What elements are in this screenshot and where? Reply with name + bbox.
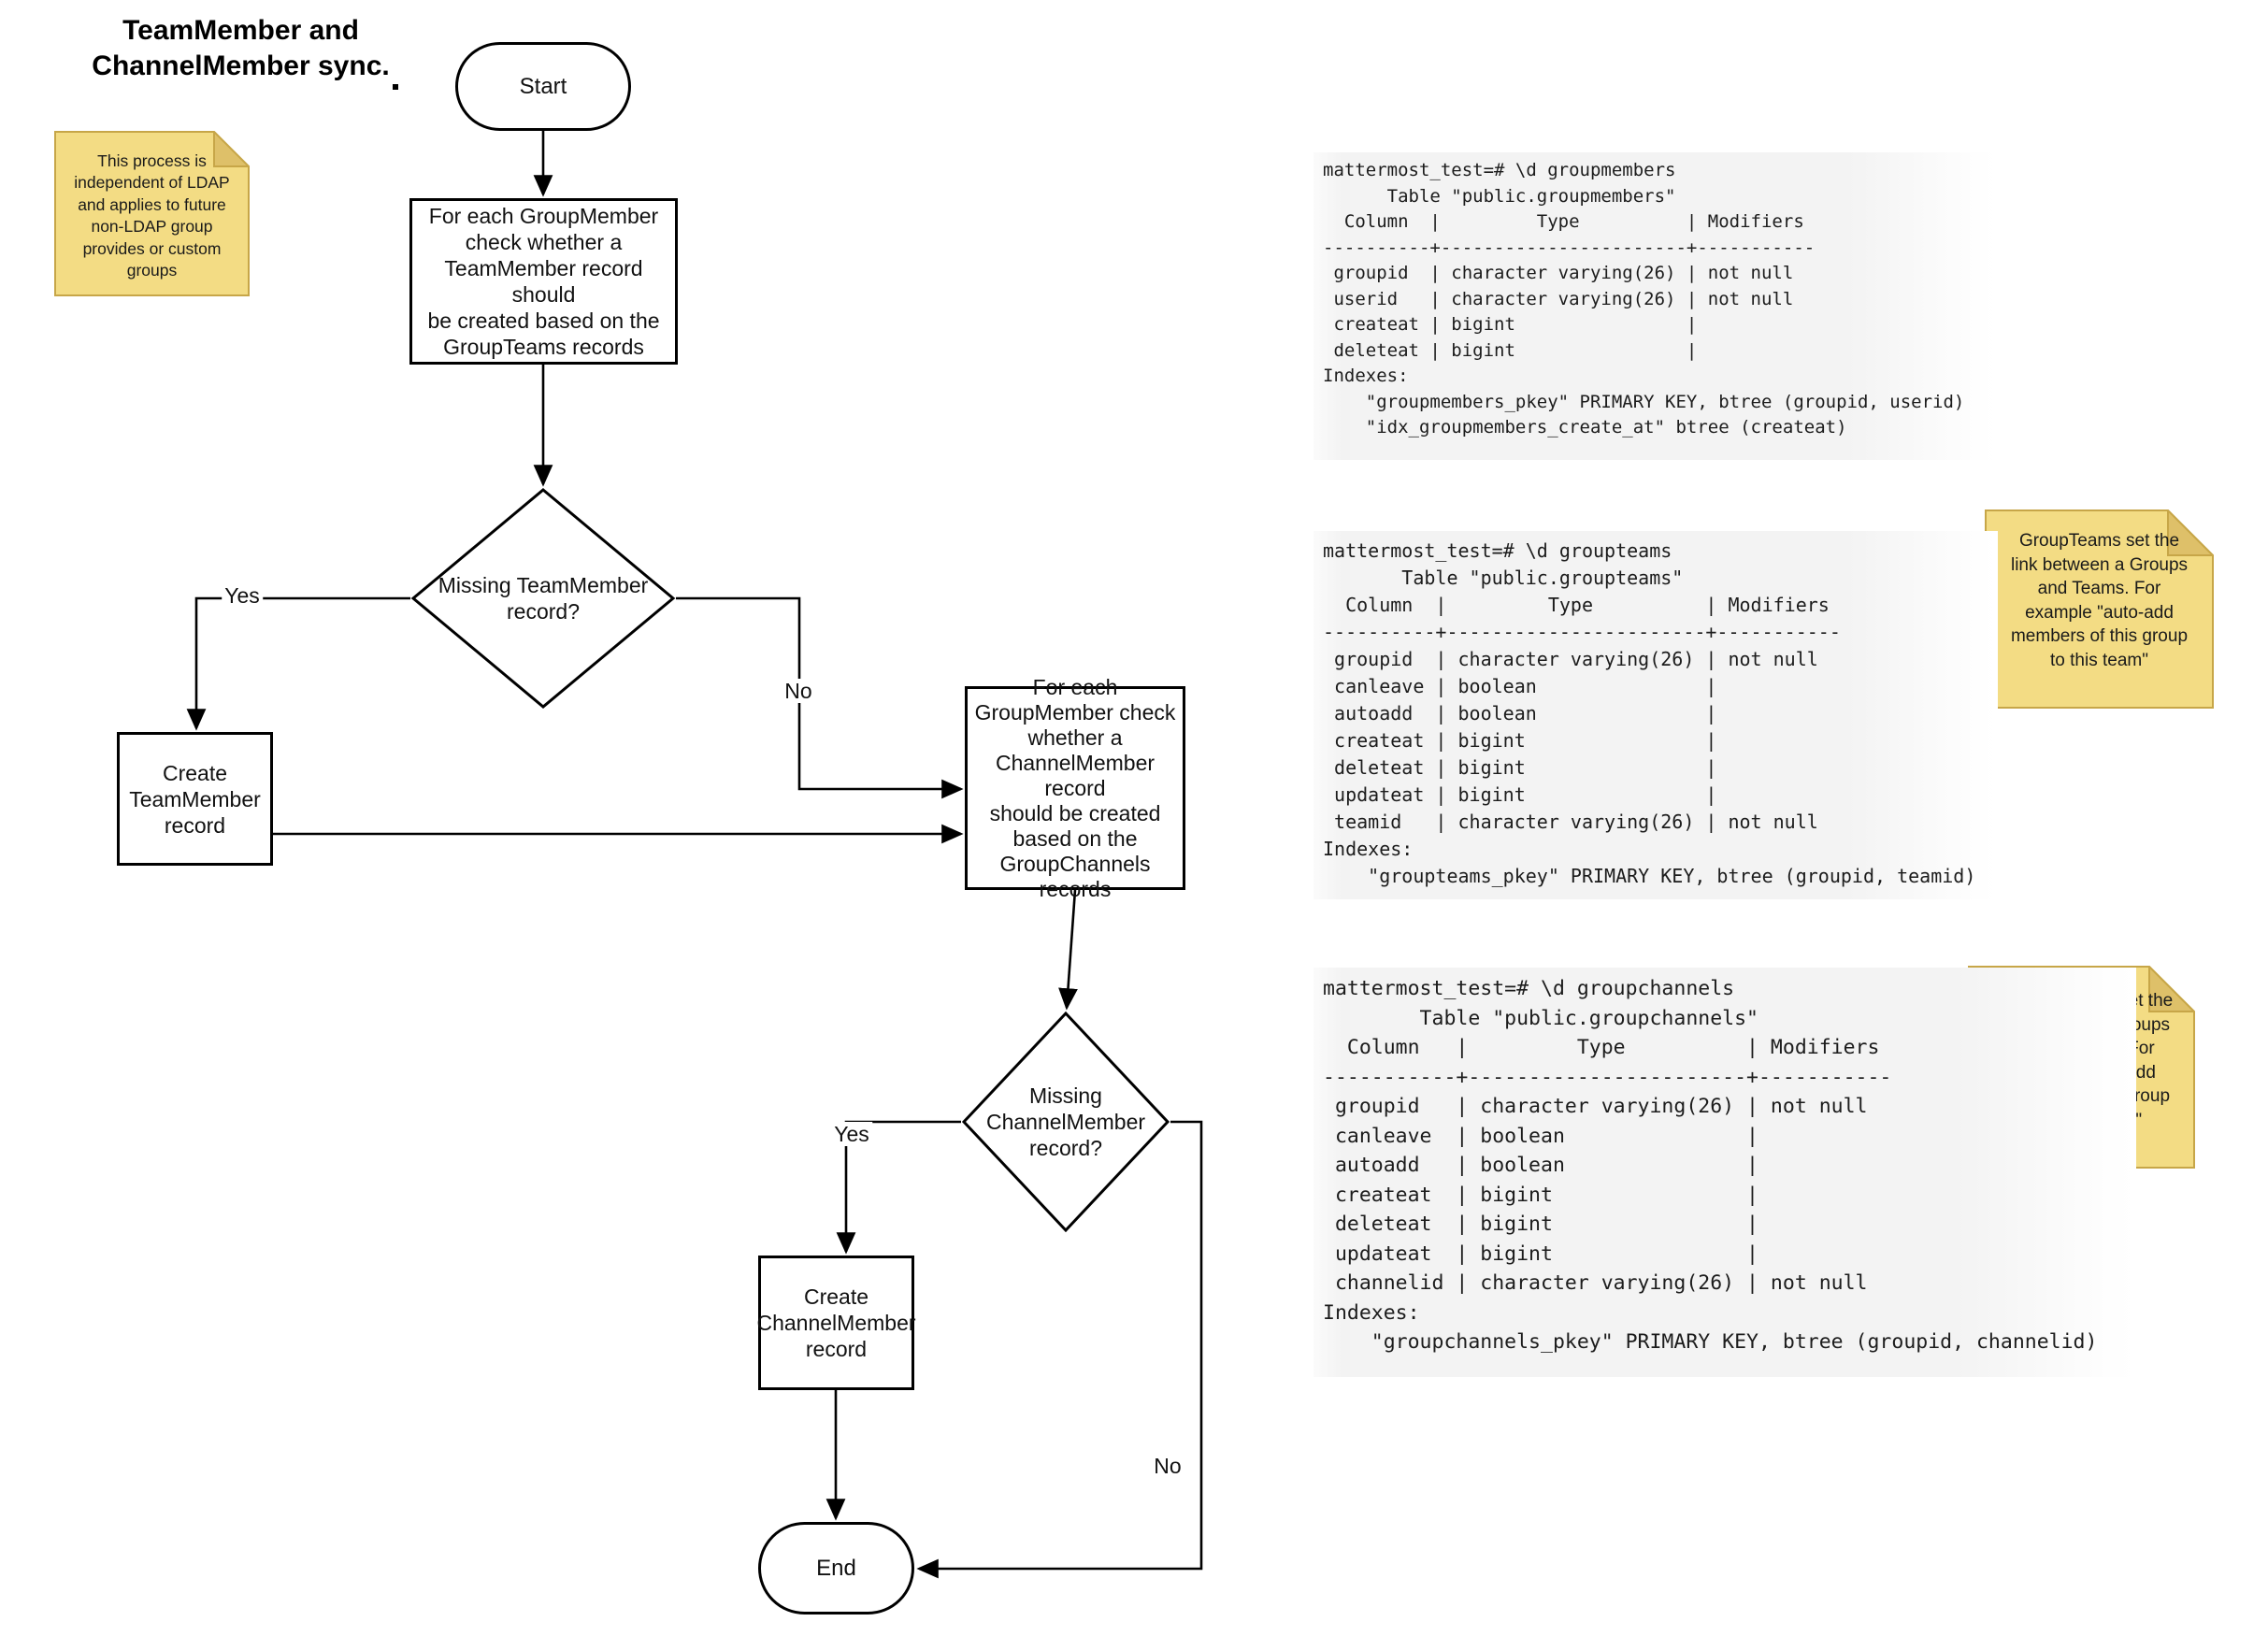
process-create-channelmember-label: Create ChannelMember record xyxy=(756,1284,916,1361)
start-node-label: Start xyxy=(519,73,567,99)
edge-step-channel-to-decision-channel xyxy=(1058,889,1078,1011)
terminal-groupmembers: mattermost_test=# \d groupmembers Table … xyxy=(1313,152,1998,460)
decision-missing-channelmember: Missing ChannelMember record? xyxy=(961,1012,1170,1232)
process-create-teammember: Create TeamMember record xyxy=(117,732,273,866)
end-node: End xyxy=(758,1522,914,1614)
edge-decision-team-no-to-step-channel xyxy=(676,596,964,799)
process-create-channelmember: Create ChannelMember record xyxy=(756,1256,916,1390)
decision-missing-teammember: Missing TeamMember record? xyxy=(410,488,676,709)
diamond-shape xyxy=(961,1012,1170,1232)
edge-decision-team-yes-to-create-team xyxy=(186,596,410,731)
stray-dot xyxy=(393,84,398,90)
sticky-note-shape xyxy=(54,131,250,296)
process-check-channelmember: For each GroupMember check whether a Cha… xyxy=(965,675,1185,901)
edge-label-team-yes: Yes xyxy=(222,583,263,608)
process-check-teammember-label: For each GroupMember check whether a Tea… xyxy=(427,204,660,359)
edge-label-channel-no: No xyxy=(1151,1454,1184,1478)
sticky-note-groupteams: GroupTeams set the link between a Groups… xyxy=(1985,509,2214,709)
sticky-note-groupteams-text: GroupTeams set the link between a Groups… xyxy=(2010,531,2189,670)
edge-label-channel-yes: Yes xyxy=(831,1122,872,1146)
sticky-note-ldap-text: This process is independent of LDAP and … xyxy=(74,151,230,280)
decision-missing-teammember-label: Missing TeamMember record? xyxy=(438,573,649,624)
process-check-channelmember-label: For each GroupMember check whether a Cha… xyxy=(974,674,1176,901)
terminal-groupteams: mattermost_test=# \d groupteams Table "p… xyxy=(1313,531,1998,899)
edge-label-team-no: No xyxy=(782,679,815,703)
process-check-teammember: For each GroupMember check whether a Tea… xyxy=(409,198,678,365)
sticky-note-ldap: This process is independent of LDAP and … xyxy=(54,131,250,296)
terminal-groupchannels: mattermost_test=# \d groupchannels Table… xyxy=(1313,968,2136,1377)
page-title: TeamMember and ChannelMember sync. xyxy=(92,15,390,81)
diamond-shape xyxy=(410,488,676,709)
process-create-teammember-label: Create TeamMember record xyxy=(129,760,261,838)
start-node: Start xyxy=(455,42,631,131)
end-node-label: End xyxy=(816,1555,856,1581)
decision-missing-channelmember-label: Missing ChannelMember record? xyxy=(985,1083,1146,1160)
edge-decision-channel-no-to-end xyxy=(916,1120,1203,1579)
